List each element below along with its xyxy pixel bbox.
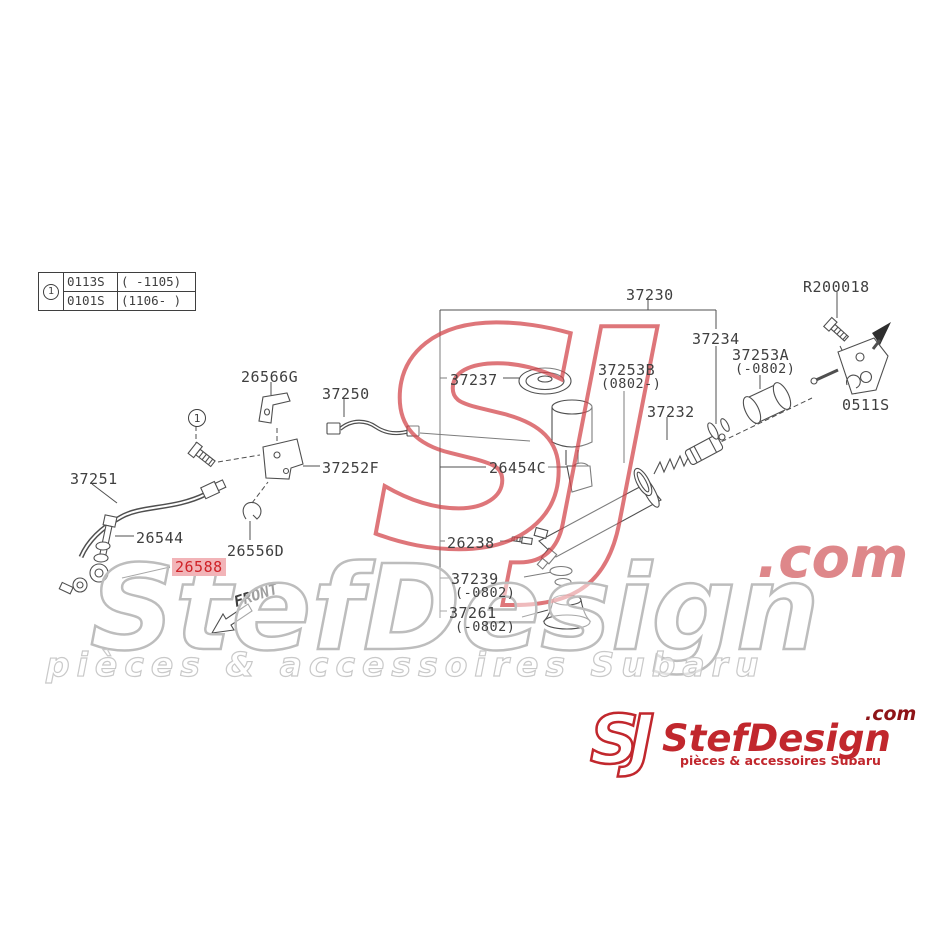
hose-end-26588-part <box>58 577 88 595</box>
callout-37252F: 37252F <box>322 459 380 477</box>
clip-26556D-part <box>242 501 262 520</box>
reservoir-cap-37237-part <box>518 367 572 395</box>
callout-R200018: R200018 <box>803 278 870 296</box>
callout-37253A: 37253A <box>732 346 790 364</box>
callout-37253B: 37253B <box>598 361 656 379</box>
hose-37251-part <box>78 479 227 559</box>
front-arrow-icon <box>210 603 253 634</box>
callout-37253A-range: (-0802) <box>735 361 796 377</box>
bleeder-26238-part <box>511 536 533 545</box>
washer-37239-part <box>549 565 573 587</box>
watermark-tld: .com <box>757 526 908 591</box>
callout-37261-range: (-0802) <box>455 619 516 635</box>
legend-range-2: (1106- ) <box>117 291 195 310</box>
footer-sj-logo: SJ <box>590 701 653 780</box>
rings-37234-part <box>707 418 730 440</box>
footer-tld: .com <box>865 703 916 725</box>
direction-arrow-icon <box>871 322 891 350</box>
legend-marker-number: 1 <box>43 283 59 300</box>
callout-26544: 26544 <box>136 529 184 547</box>
footer-tagline: pièces & accessoires Subaru <box>680 753 881 768</box>
bushing-37253A-part <box>742 382 792 425</box>
callout-37251: 37251 <box>70 470 118 488</box>
callout-37239-range: (-0802) <box>455 585 516 601</box>
legend-code-1: 0113S <box>63 273 117 291</box>
bracket-37252F-part <box>262 438 304 480</box>
piston-37232-part <box>684 433 726 466</box>
leader-lines <box>91 292 857 618</box>
legend-code-2: 0101S <box>63 291 117 310</box>
washer-26544-part <box>95 541 111 551</box>
callout-37234: 37234 <box>692 330 740 348</box>
spring-part <box>653 453 691 475</box>
ref-marker-1: 1 <box>188 409 206 427</box>
callout-26588-highlighted[interactable]: 26588 <box>172 558 226 576</box>
callout-37237: 37237 <box>450 371 498 389</box>
banjo-bolt-part <box>89 514 118 583</box>
callout-26556D: 26556D <box>227 542 285 560</box>
callout-26566G: 26566G <box>241 368 299 386</box>
legend-marker: 1 <box>39 273 63 310</box>
cap-37261-part <box>542 594 592 630</box>
callout-37239: 37239 <box>451 570 499 588</box>
legend-range-1: ( -1105) <box>117 273 195 291</box>
bolt-part <box>187 441 216 468</box>
footer-brand: StefDesign <box>662 717 891 760</box>
callout-37230: 37230 <box>626 286 674 304</box>
callout-26454C: 26454C <box>489 459 547 477</box>
callout-37261: 37261 <box>449 604 497 622</box>
callout-37253B-range: (0802-) <box>601 376 662 392</box>
callout-0511S: 0511S <box>842 396 890 414</box>
clip-0511S-part <box>846 374 861 389</box>
callout-26238: 26238 <box>447 534 495 552</box>
callout-37250: 37250 <box>322 385 370 403</box>
clevis-R200018-part <box>810 316 889 395</box>
bracket-26566G-part <box>258 392 291 424</box>
applicability-legend-table: 1 0113S ( -1105) 0101S (1106- ) <box>38 272 196 311</box>
washer-26544b-part <box>93 553 109 563</box>
callout-37232: 37232 <box>647 403 695 421</box>
ref-marker-1-number: 1 <box>193 411 201 425</box>
pipe-37250-part <box>326 419 420 437</box>
watermark-tagline: pièces & accessoires Subaru <box>45 645 765 684</box>
reservoir-part <box>551 399 593 465</box>
o-ring-37253B-part <box>633 467 653 497</box>
